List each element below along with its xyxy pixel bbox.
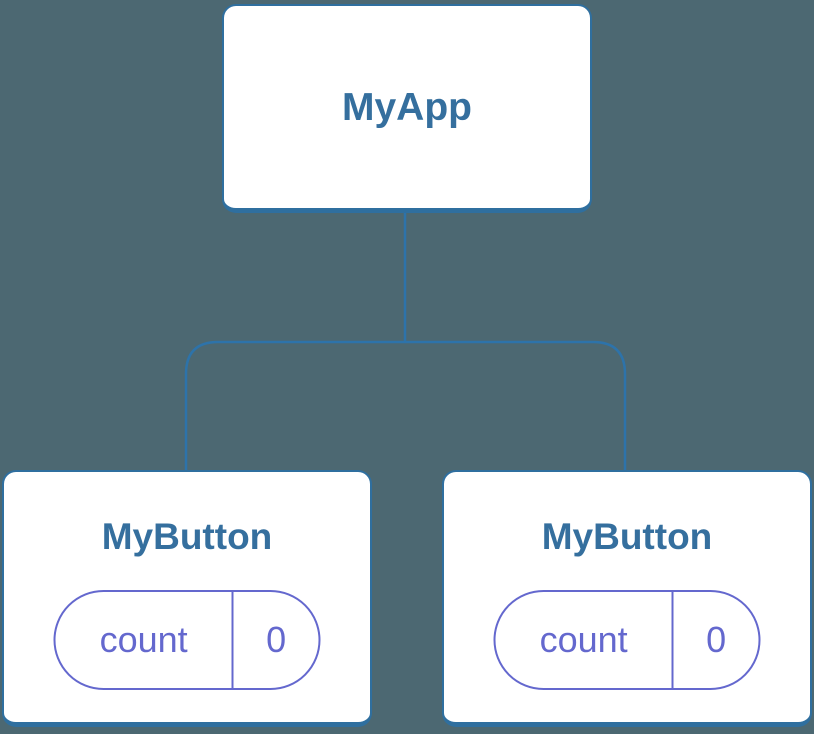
- state-pill: count 0: [493, 590, 761, 690]
- child-component-card-left: MyButton count 0: [2, 470, 372, 727]
- state-value: 0: [706, 619, 727, 660]
- child-component-label: MyButton: [101, 516, 273, 557]
- state-key-label: count: [496, 592, 674, 688]
- root-component-card: MyApp: [222, 4, 592, 213]
- root-component-label: MyApp: [342, 85, 472, 129]
- state-value: 0: [266, 619, 287, 660]
- state-pill: count 0: [53, 590, 321, 690]
- connector-branch: [184, 340, 627, 471]
- state-key-label: count: [56, 592, 234, 688]
- child-component-label: MyButton: [541, 516, 713, 557]
- child-component-card-right: MyButton count 0: [442, 470, 812, 727]
